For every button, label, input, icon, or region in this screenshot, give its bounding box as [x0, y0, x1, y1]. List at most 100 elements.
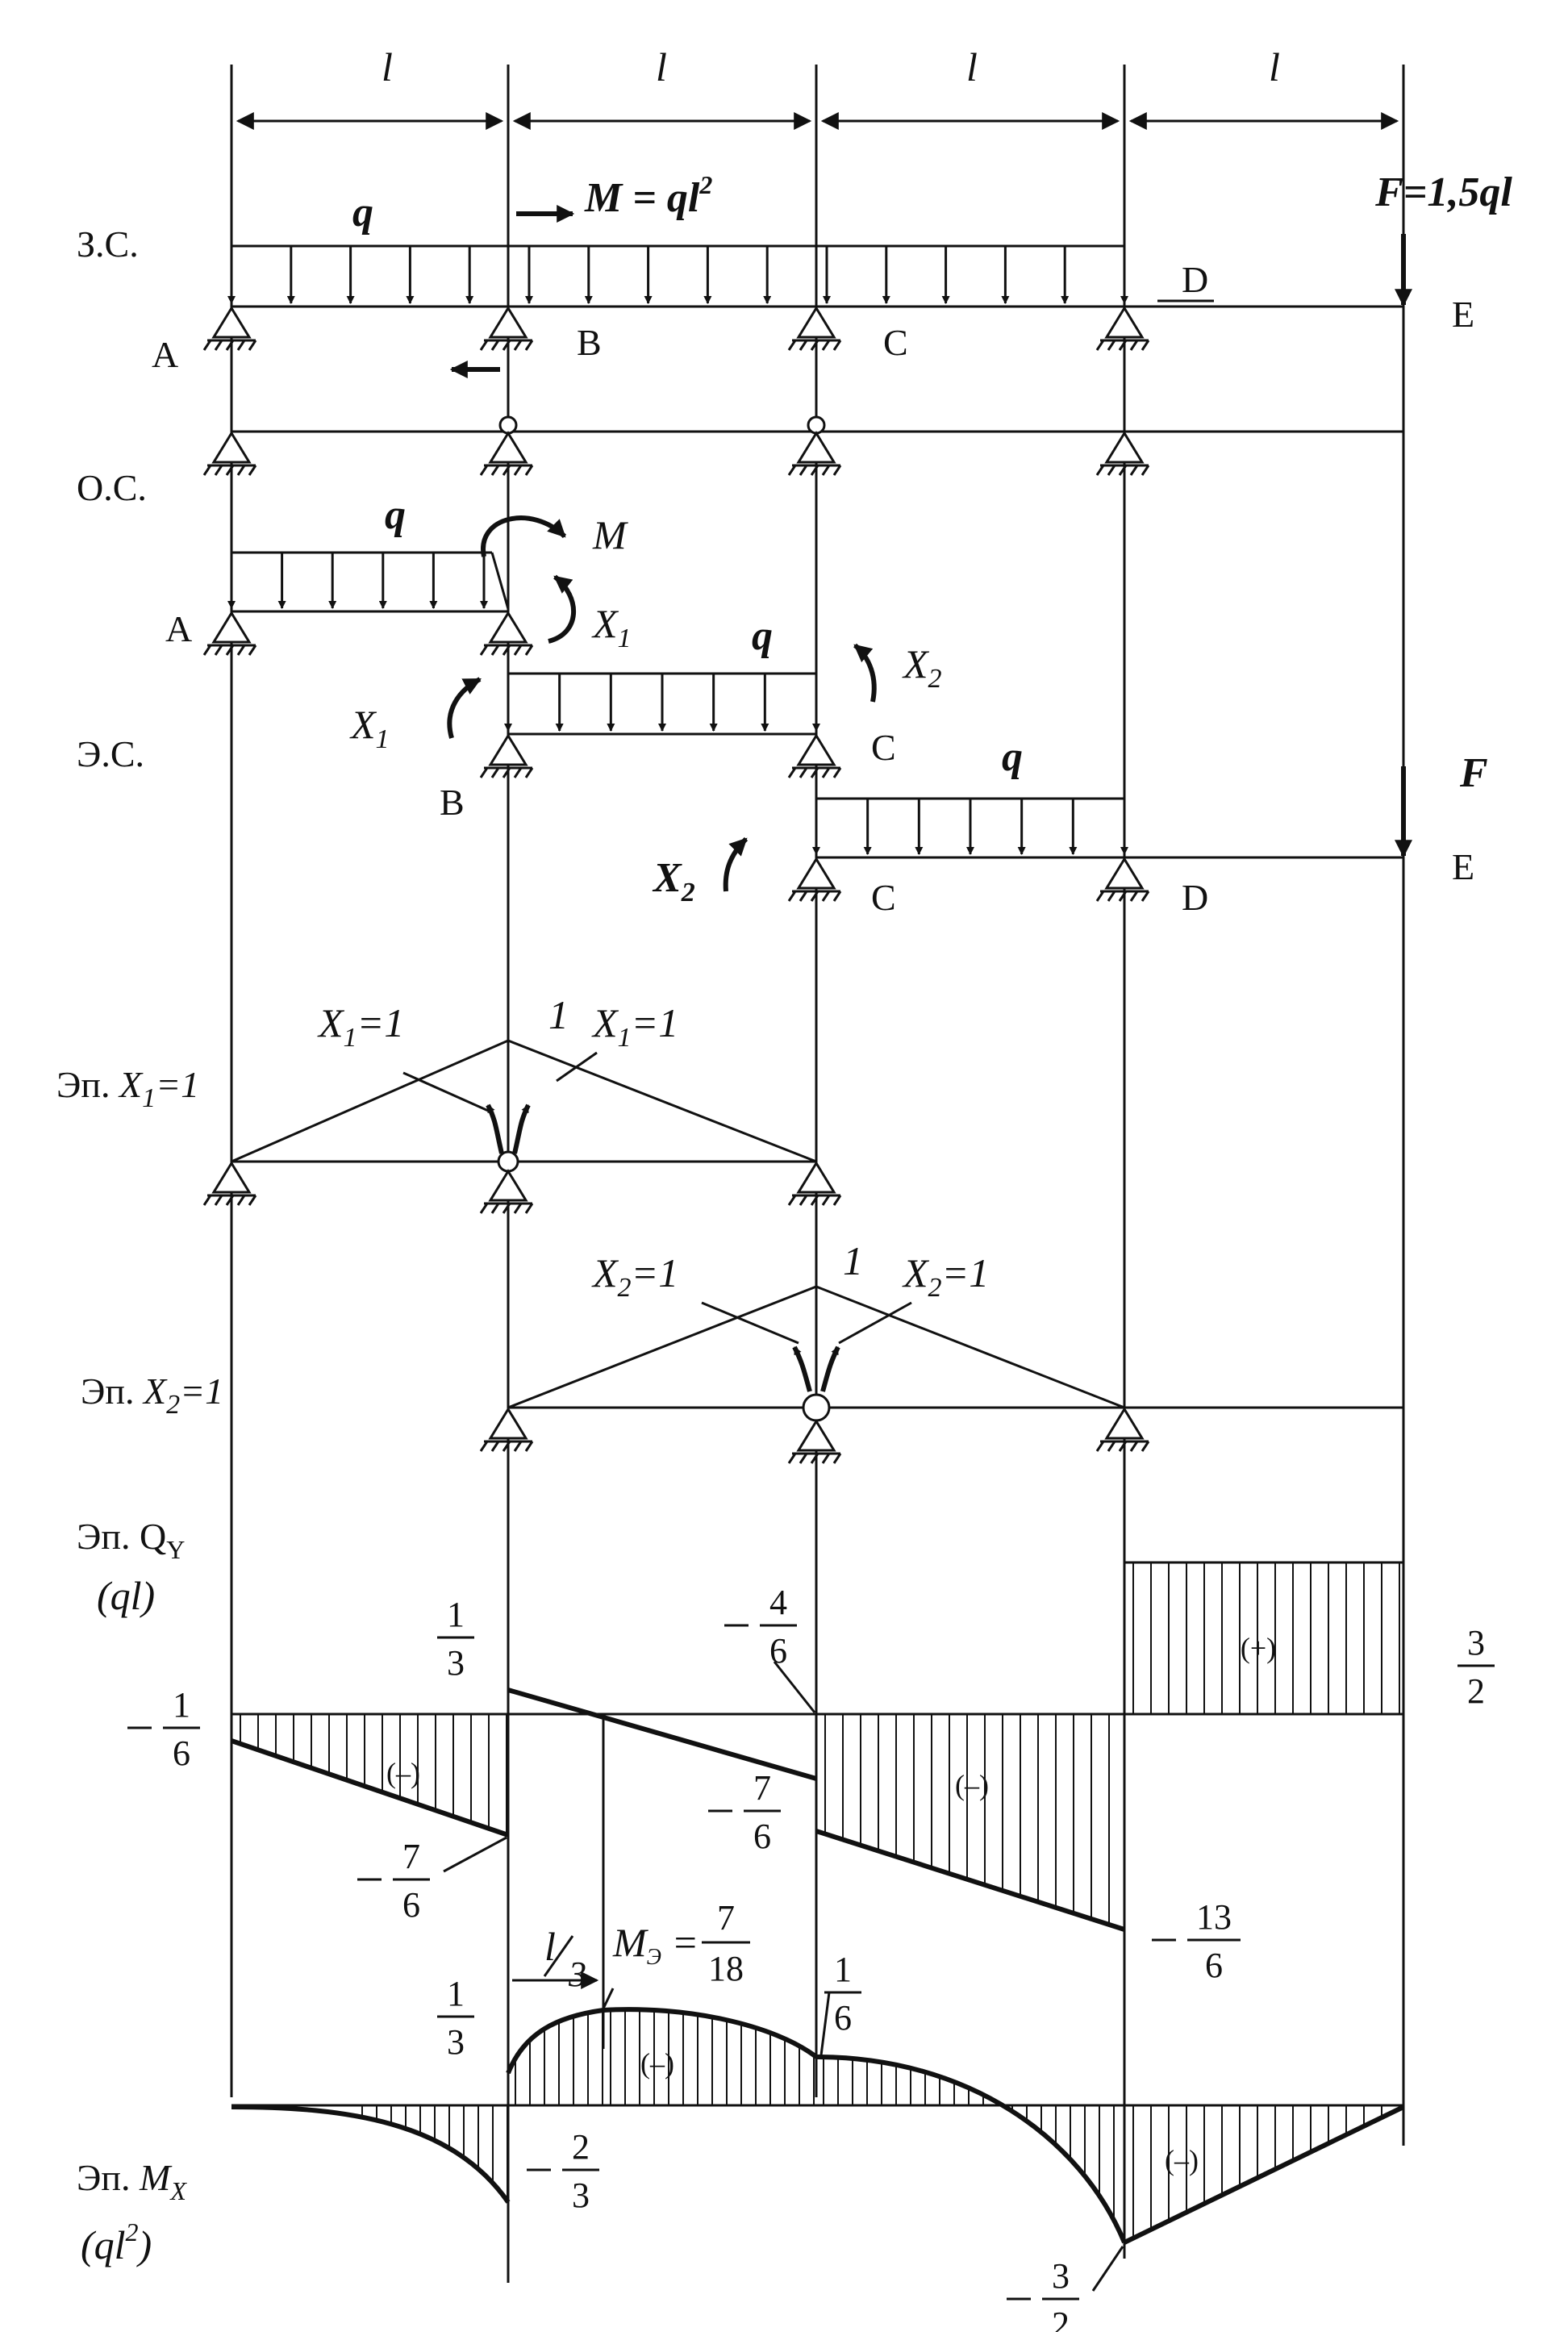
span-label-cd: l	[966, 44, 978, 90]
moment-curve-ab	[231, 2105, 511, 2204]
fraction-numerator: 7	[753, 1768, 771, 1808]
eq-x2-label-lower: X2	[652, 855, 695, 907]
eq-point-b: B	[440, 782, 465, 823]
given-point-a: A	[152, 334, 178, 375]
fraction-denominator: 6	[1205, 1946, 1223, 1985]
shear-line-ab	[231, 1738, 509, 1838]
x2-diagram-title: Эп. X2=1	[81, 1370, 223, 1420]
span-label-ab: l	[382, 44, 393, 90]
moment-leader-ext	[602, 1988, 615, 2009]
eq-x1-label-right: X1	[591, 601, 632, 653]
fraction-numerator: 7	[402, 1837, 420, 1876]
moment-line-de	[1123, 2105, 1405, 2245]
eq-q-label-cd: q	[1002, 734, 1023, 780]
x2-peak-value: 1	[843, 1238, 863, 1283]
x1-peak-value: 1	[548, 992, 569, 1037]
fraction-numerator: 3	[1467, 1623, 1485, 1662]
fraction-numerator: 3	[1052, 2256, 1070, 2296]
eq-x2-label-upper: X2	[902, 641, 942, 694]
given-support-d	[1095, 307, 1150, 352]
x1-diagram-title: Эп. X1=1	[56, 1064, 199, 1113]
moment-leader-c	[819, 1992, 831, 2056]
unit-diagram-x2: Эп. X2=1 1 X2=1 X2=1	[81, 1238, 1403, 1484]
eq-point-e: E	[1452, 846, 1474, 887]
shear-unit: (ql)	[97, 1573, 155, 1618]
eq-point-d: D	[1182, 877, 1208, 918]
given-point-d: D	[1182, 259, 1208, 300]
eq-support-a	[202, 611, 257, 657]
given-support-a	[202, 307, 257, 352]
x1-label-left: X1=1	[317, 1000, 404, 1053]
eq-support-b-right	[479, 734, 534, 779]
given-force-label: F=1,5ql	[1374, 169, 1512, 215]
given-point-e: E	[1452, 294, 1474, 335]
basic-support-b	[479, 432, 534, 477]
moment-curve-bc	[506, 2007, 818, 2075]
given-system-label: З.С.	[77, 223, 139, 265]
shear-leader-ab	[443, 1836, 507, 1873]
unit-diagram-x1: Эп. X1=1 1 X1=1 X1=1	[56, 992, 842, 1215]
x1-diagram-triangle	[231, 1039, 817, 1163]
basic-system: О.С.	[77, 415, 1403, 508]
span-label-bc: l	[656, 44, 667, 90]
fraction-numerator: 13	[1196, 1897, 1232, 1937]
x2-support-b	[479, 1408, 534, 1453]
eq-q-label-bc: q	[752, 613, 773, 659]
eq-moment-label: M	[592, 512, 628, 557]
moment-sign-de: (–)	[1165, 2144, 1199, 2176]
x2-label-left: X2=1	[591, 1250, 678, 1303]
x2-unit-moment-right	[820, 1345, 840, 1392]
moment-curve-cd	[815, 2055, 1127, 2244]
x2-leader-right	[838, 1301, 912, 1345]
moment-unit: (ql2)	[81, 2217, 152, 2267]
eq-support-c-left	[787, 734, 842, 779]
fraction-denominator: 2	[1467, 1671, 1485, 1711]
eq-load-arrows-cd	[812, 799, 1128, 855]
eq-x1-arrow-right	[548, 574, 576, 644]
x1-leader-right	[556, 1051, 598, 1083]
fraction-numerator: 1	[447, 1595, 465, 1634]
x2-unit-moment-left	[792, 1345, 812, 1392]
shear-sign-cd: (–)	[955, 1769, 989, 1801]
x1-unit-moment-left	[486, 1103, 504, 1154]
eq-x2-arrow-lower	[723, 836, 749, 892]
x1-unit-moment-right	[512, 1103, 531, 1154]
moment-sign-bc: (–)	[640, 2047, 674, 2080]
shear-zero-dist-l: l	[544, 1924, 556, 1969]
span-label-de: l	[1269, 44, 1280, 90]
span-dimensions: l l l l	[236, 44, 1399, 130]
eq-x1-label-left: X1	[349, 702, 390, 754]
basic-support-c	[787, 432, 842, 477]
shear-sign-de: (+)	[1241, 1632, 1276, 1664]
moment-hatching	[361, 2009, 1400, 2238]
eq-load-arrows-ab	[227, 553, 488, 609]
shear-line-bc	[507, 1687, 817, 1781]
x1-label-right: X1=1	[591, 1000, 678, 1053]
x1-support-c	[787, 1162, 842, 1207]
given-point-b: B	[577, 322, 602, 363]
fraction-numerator: 1	[173, 1685, 190, 1725]
eq-moment-arrow	[481, 515, 567, 557]
eq-q-label-ab: q	[385, 492, 406, 538]
fraction-denominator: 3	[447, 2022, 465, 2062]
given-load-arrows	[227, 246, 1128, 304]
eq-force-label: F	[1459, 750, 1488, 796]
x1-support-a	[202, 1162, 257, 1207]
x2-support-d	[1095, 1408, 1150, 1453]
shear-line-cd	[815, 1829, 1125, 1932]
eq-support-b-left	[479, 611, 534, 657]
given-q-label: q	[352, 190, 373, 236]
equivalent-system-label: Э.С.	[77, 733, 144, 774]
moment-extremum-num: 7	[717, 1898, 735, 1938]
basic-support-a	[202, 432, 257, 477]
fraction-numerator: 4	[769, 1583, 787, 1622]
moment-leader-d	[1091, 2246, 1124, 2292]
given-support-c	[787, 307, 842, 352]
basic-system-label: О.С.	[77, 467, 147, 508]
equivalent-system: Э.С. q A M X1 q X1 B C X2 q F	[77, 492, 1488, 918]
